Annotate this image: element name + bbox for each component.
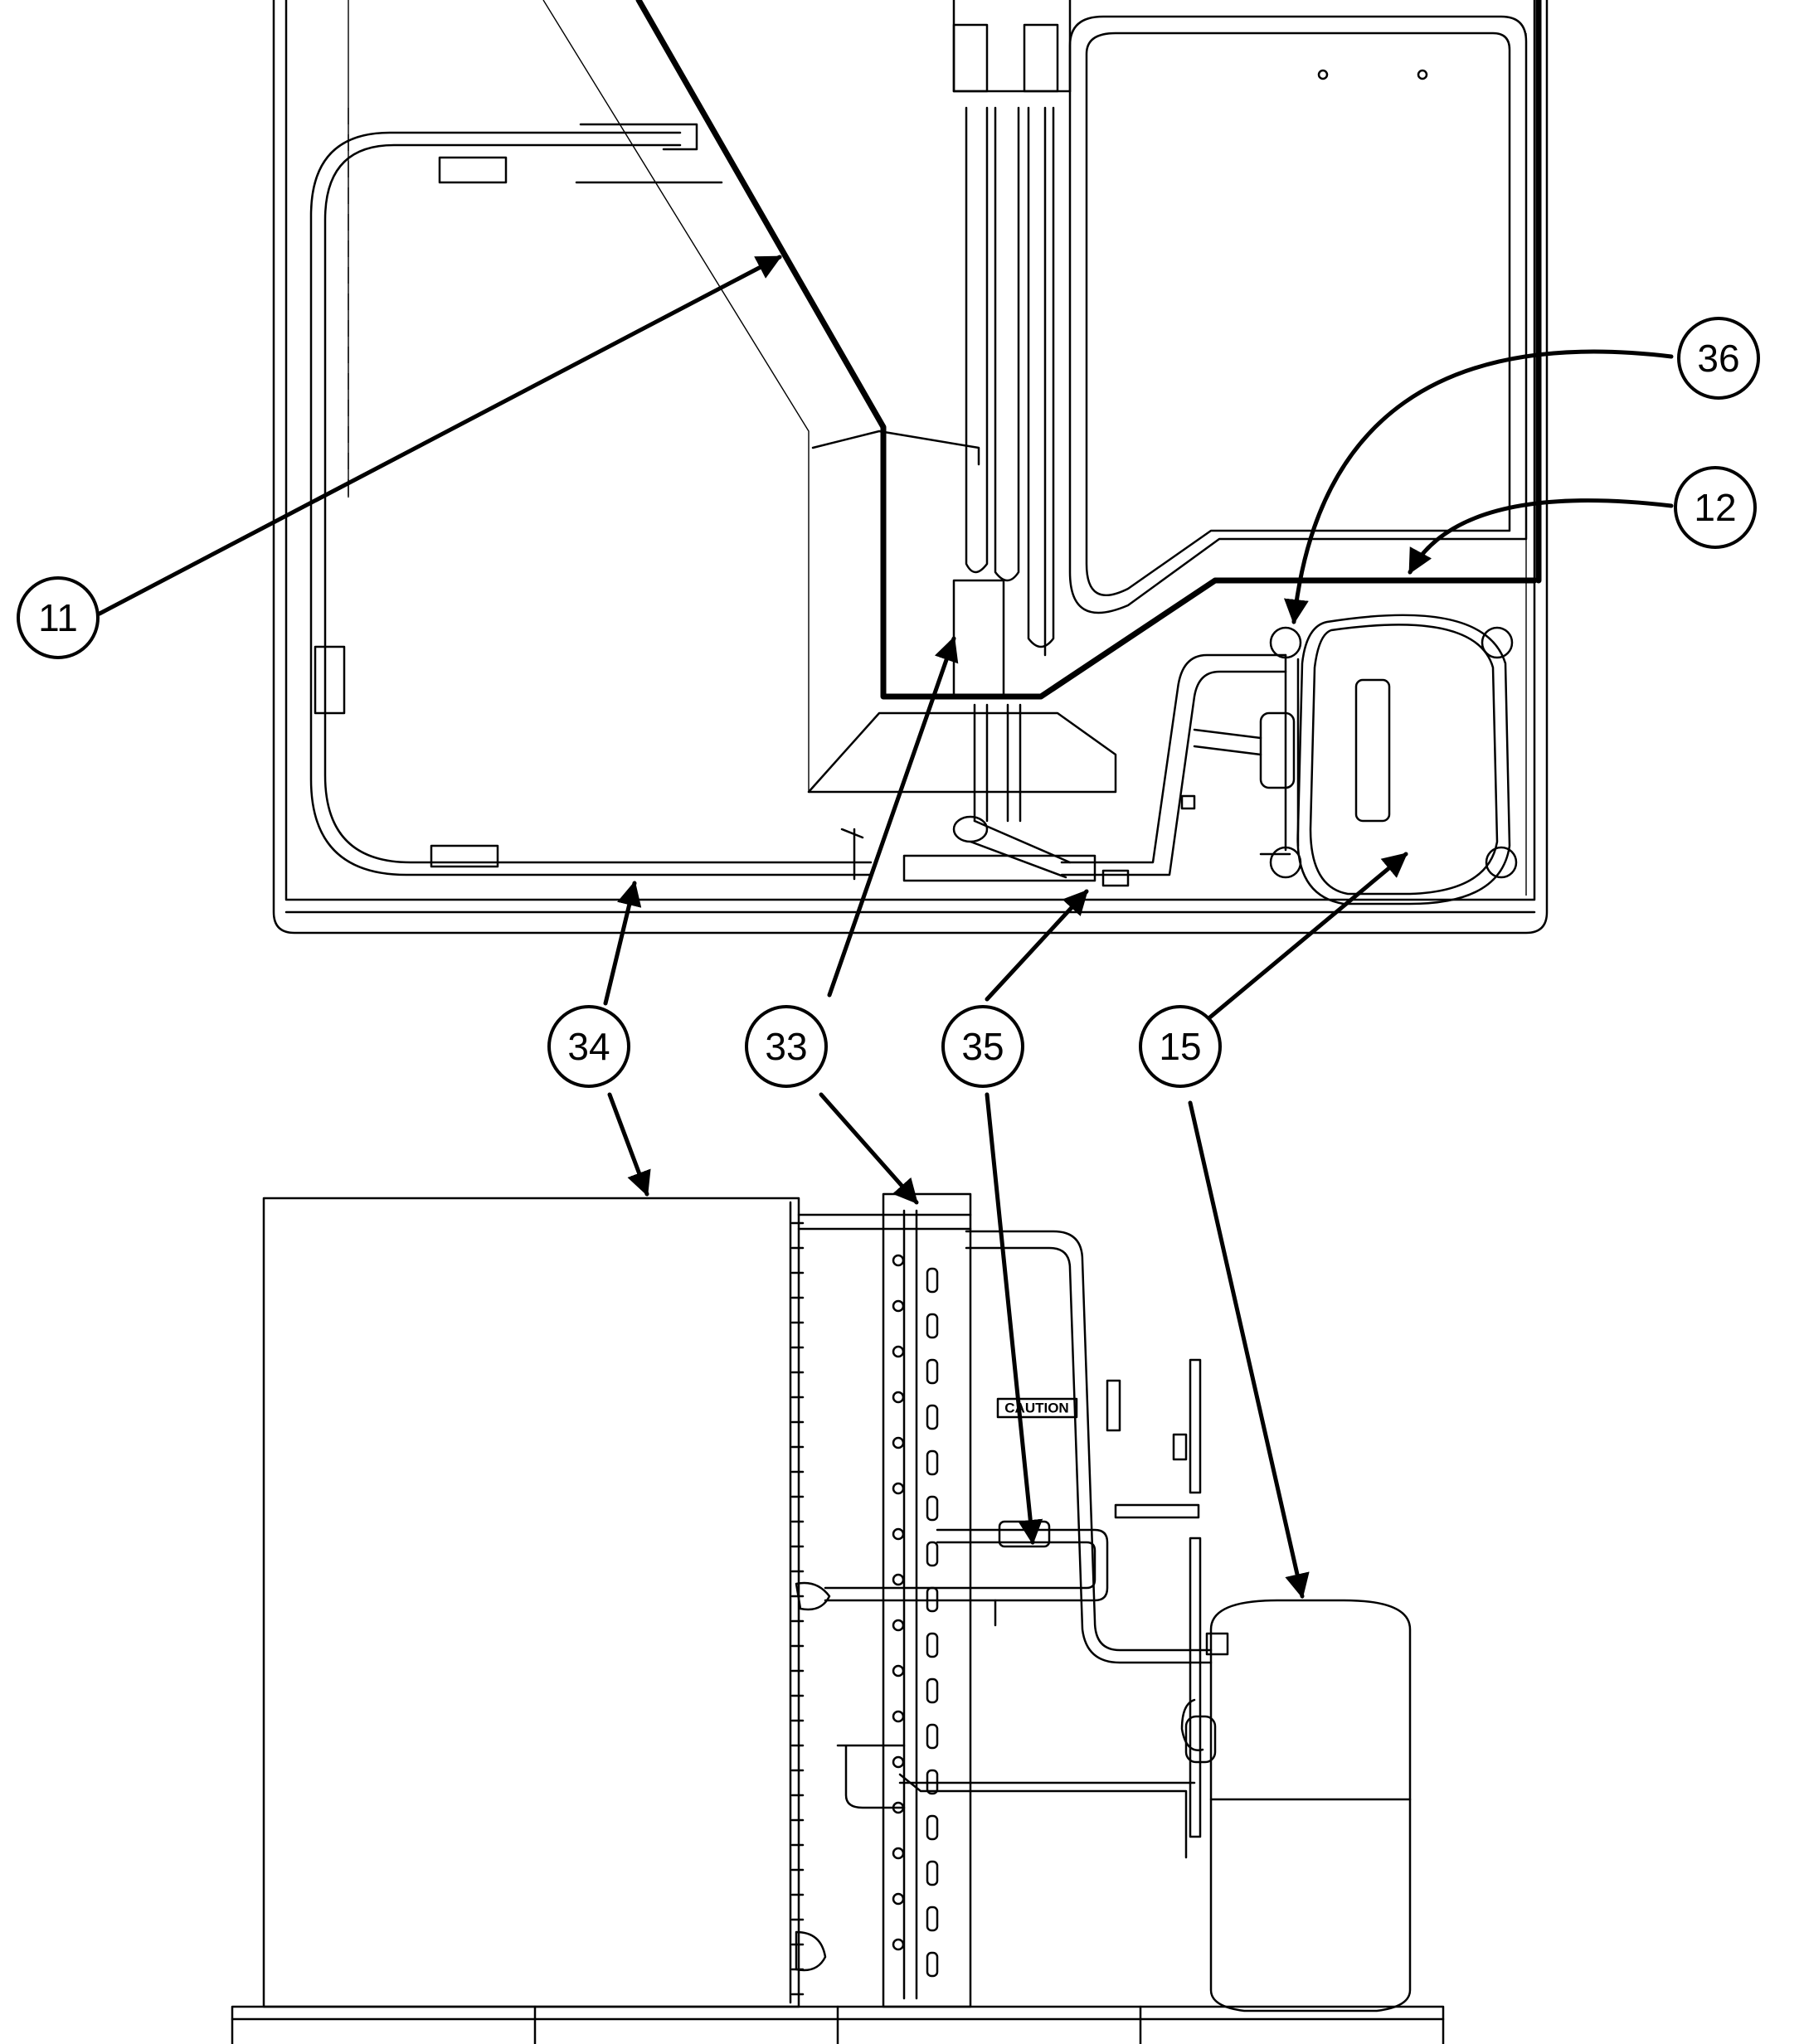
duct-transition [807,430,1117,794]
callout-36: 36 [1677,317,1760,400]
right-evaporator-panel [1068,15,1528,614]
caution-label: CAUTION [1004,1401,1068,1416]
callout-11: 11 [17,576,100,659]
left-coil-tube [309,131,873,876]
svg-text:11: 11 [38,596,78,639]
callout-34: 34 [547,1005,630,1088]
top-chassis-frame [272,0,1549,935]
callout-15: 15 [1139,1005,1222,1088]
discharge-tube [965,1230,1213,1652]
compressor-side [1180,1599,1412,2012]
leader-lines [97,255,1674,1599]
svg-text:35: 35 [961,1025,1004,1068]
bottom-view: CAUTION [231,1192,1445,2044]
svg-text:34: 34 [567,1025,610,1068]
compressor-top [1259,614,1518,905]
top-view [272,0,1549,935]
condenser-coil [262,1197,800,2008]
coil-fin-marks [790,1221,805,1996]
svg-text:15: 15 [1159,1025,1201,1068]
caution-label-box [996,1397,1078,1419]
svg-text:33: 33 [765,1025,807,1068]
header-tubes [952,0,1072,698]
callouts: 11 12 15 33 34 35 36 [17,317,1760,1088]
callout-12: 12 [1674,466,1757,549]
callout-33: 33 [745,1005,828,1088]
svg-text:36: 36 [1697,337,1739,380]
svg-text:12: 12 [1694,486,1736,529]
callout-35: 35 [941,1005,1024,1088]
top-chassis-inner-frame [284,0,1536,901]
